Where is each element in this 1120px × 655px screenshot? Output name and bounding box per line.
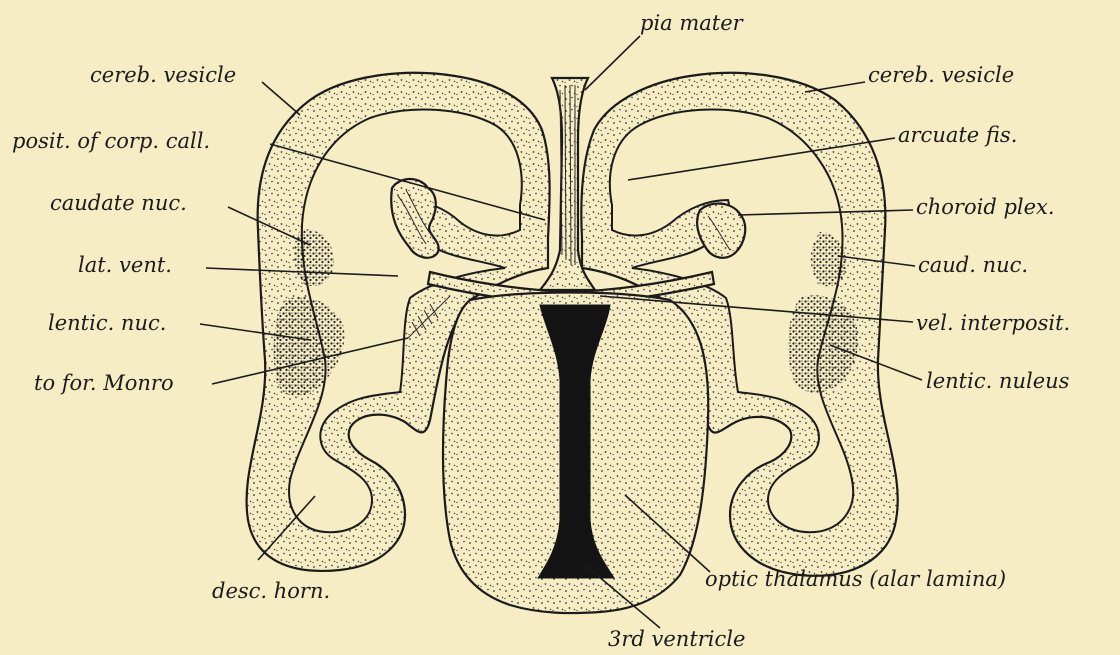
label-arcuate-fis: arcuate fis. xyxy=(898,123,1017,147)
label-optic-thalamus: optic thalamus (alar lamina) xyxy=(705,567,1006,591)
leader-cereb-vesicle-left xyxy=(262,82,300,115)
label-desc-horn: desc. horn. xyxy=(212,579,330,603)
optic-thalamus xyxy=(443,293,708,614)
label-posit-corp-call: posit. of corp. call. xyxy=(12,129,210,153)
label-choroid-plex: choroid plex. xyxy=(916,195,1055,219)
leader-pia-mater xyxy=(585,36,640,90)
label-cereb-vesicle-left: cereb. vesicle xyxy=(90,63,236,87)
label-pia-mater: pia mater xyxy=(640,11,745,35)
label-for-monro: to for. Monro xyxy=(34,371,174,395)
label-lentic-nuleus: lentic. nuleus xyxy=(926,369,1070,393)
label-lentic-nuc: lentic. nuc. xyxy=(48,311,166,335)
label-caudate-nuc: caudate nuc. xyxy=(50,191,187,215)
label-caud-nuc: caud. nuc. xyxy=(918,253,1028,277)
leader-cereb-vesicle-right xyxy=(805,82,865,92)
label-3rd-ventricle: 3rd ventricle xyxy=(608,627,745,651)
label-vel-interposit: vel. interposit. xyxy=(916,311,1070,335)
label-lat-vent: lat. vent. xyxy=(78,253,172,277)
label-cereb-vesicle-right: cereb. vesicle xyxy=(868,63,1014,87)
